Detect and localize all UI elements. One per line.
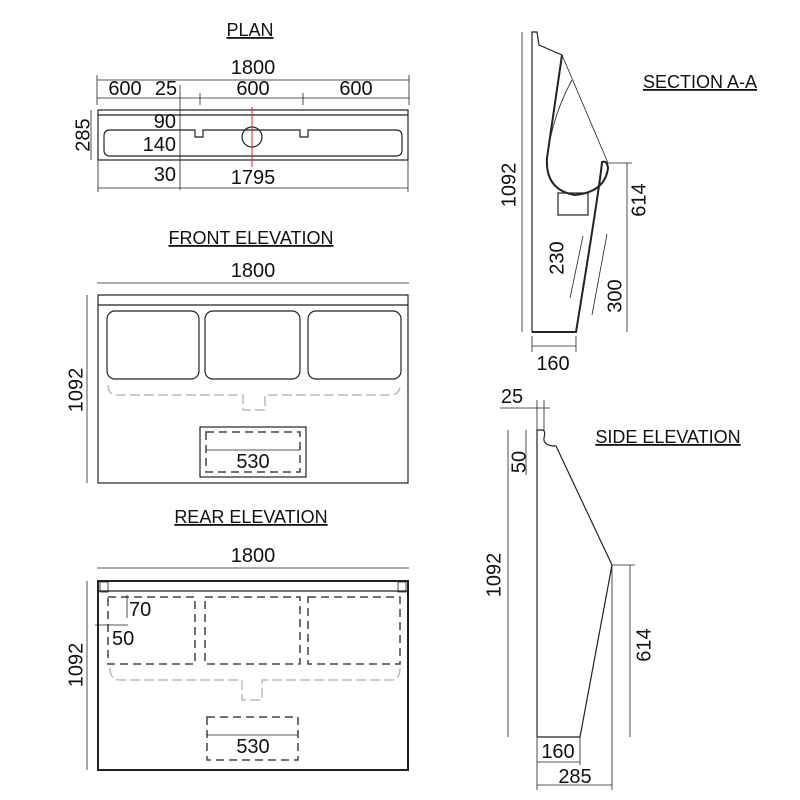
front-title: FRONT ELEVATION — [168, 228, 333, 248]
rear-dim-70: 70 — [129, 599, 151, 621]
plan-dim-140: 140 — [143, 134, 176, 156]
plan-dim-30: 30 — [154, 164, 176, 186]
plan-title: PLAN — [226, 20, 273, 40]
side-elevation: SIDE ELEVATION 25 50 1092 614 160 285 — [483, 386, 741, 790]
side-dim-base: 160 — [541, 741, 574, 763]
section-dim-300: 300 — [604, 279, 626, 312]
rear-elevation: REAR ELEVATION 1800 530 70 50 1092 — [65, 507, 409, 771]
plan-dim-90: 90 — [154, 111, 176, 133]
plan-dim-depth: 285 — [72, 118, 94, 151]
section-dim-lip: 614 — [628, 183, 650, 216]
front-elevation: FRONT ELEVATION 1800 530 1092 — [65, 228, 409, 484]
plan-dim-offset: 25 — [155, 78, 177, 100]
section-a-a: SECTION A-A 1092 614 230 300 160 — [498, 31, 757, 375]
section-dim-230: 230 — [546, 241, 568, 274]
plan-view: PLAN 1800 600 25 600 600 285 90 140 30 1… — [72, 20, 410, 192]
side-dim-height: 1092 — [483, 553, 505, 598]
side-dim-50: 50 — [508, 451, 530, 473]
rear-title: REAR ELEVATION — [174, 507, 327, 527]
front-dim-panel: 530 — [236, 451, 269, 473]
rear-dim-50: 50 — [112, 628, 134, 650]
section-title: SECTION A-A — [643, 72, 757, 92]
front-dim-height: 1092 — [65, 368, 87, 413]
plan-dim-inner: 1795 — [231, 167, 276, 189]
side-dim-top: 25 — [501, 386, 523, 408]
plan-dim-right: 600 — [339, 78, 372, 100]
rear-dim-height: 1092 — [65, 643, 87, 688]
section-dim-height: 1092 — [498, 163, 520, 208]
plan-dim-overall: 1800 — [231, 57, 276, 79]
side-title: SIDE ELEVATION — [595, 427, 740, 447]
rear-dim-width: 1800 — [231, 545, 276, 567]
plan-dim-left: 600 — [108, 78, 141, 100]
side-dim-lip: 614 — [633, 628, 655, 661]
section-dim-base: 160 — [536, 353, 569, 375]
front-dim-width: 1800 — [231, 260, 276, 282]
side-dim-depth: 285 — [558, 766, 591, 788]
plan-dim-middle: 600 — [236, 78, 269, 100]
rear-dim-panel: 530 — [236, 736, 269, 758]
